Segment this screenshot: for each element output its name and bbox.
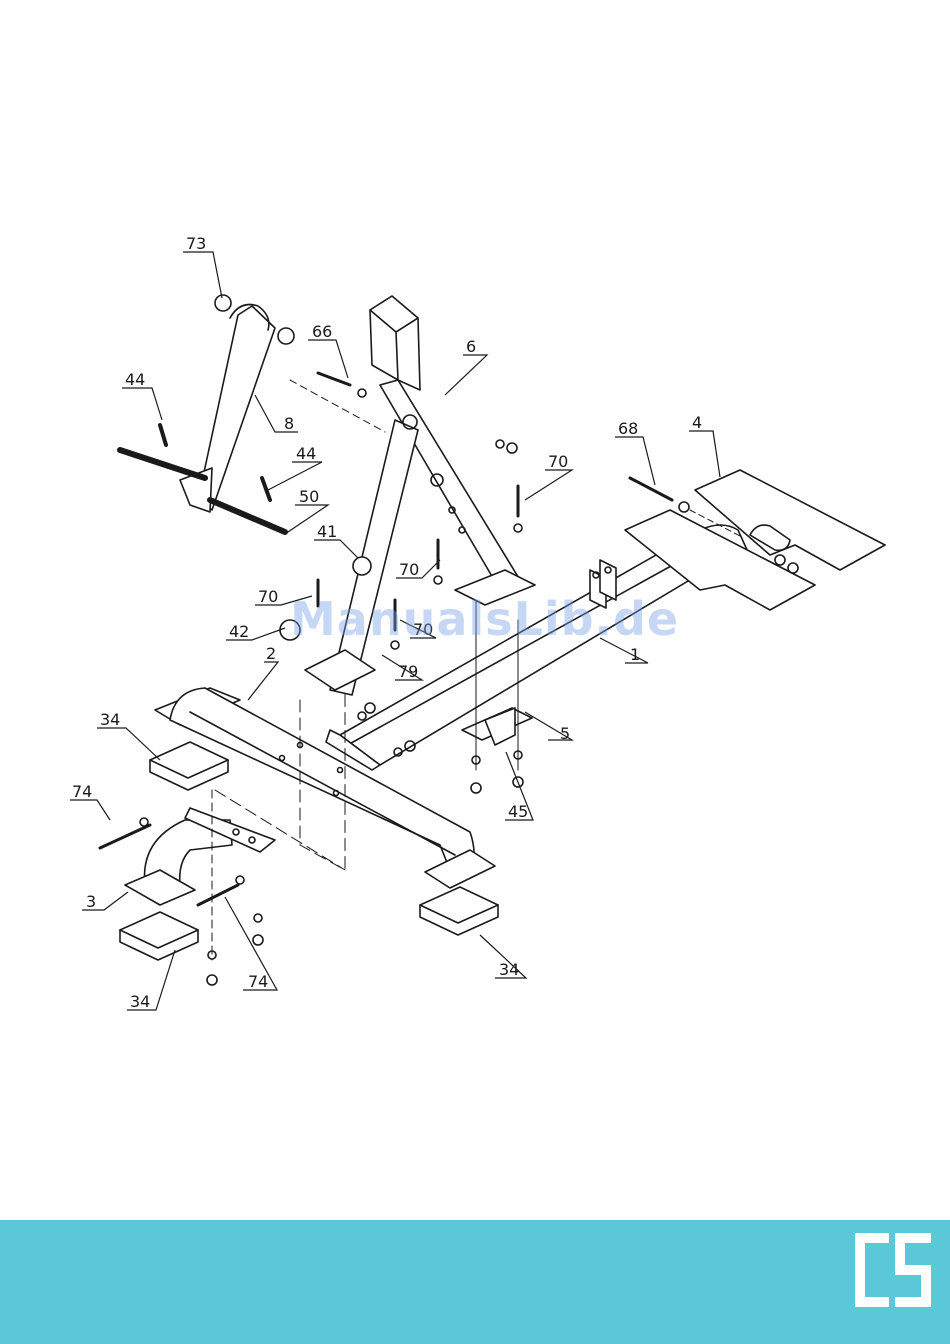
part-label-74: 74	[248, 972, 268, 991]
part-label-70: 70	[258, 587, 278, 606]
part-label-68: 68	[618, 419, 638, 438]
part-label-70: 70	[413, 620, 433, 639]
part-label-70: 70	[548, 452, 568, 471]
part-label-34: 34	[100, 710, 120, 729]
part-label-34: 34	[130, 992, 150, 1011]
part-label-6: 6	[466, 337, 476, 356]
part-label-34: 34	[499, 960, 519, 979]
part-label-74: 74	[72, 782, 92, 801]
arm-assembly	[120, 295, 294, 532]
part-label-66: 66	[312, 322, 332, 341]
part-label-50: 50	[299, 487, 319, 506]
part-label-45: 45	[508, 802, 528, 821]
part-label-2: 2	[266, 644, 276, 663]
part-label-79: 79	[398, 662, 418, 681]
part-label-1: 1	[630, 645, 640, 664]
brand-logo: CS	[855, 1233, 933, 1313]
part-label-73: 73	[186, 234, 206, 253]
part-label-8: 8	[284, 414, 294, 433]
part-label-42: 42	[229, 622, 249, 641]
footer-band	[0, 1220, 950, 1344]
part-label-44: 44	[296, 444, 316, 463]
part-label-5: 5	[560, 724, 570, 743]
part-label-41: 41	[317, 522, 337, 541]
part-label-44: 44	[125, 370, 145, 389]
part-label-3: 3	[86, 892, 96, 911]
part-label-70: 70	[399, 560, 419, 579]
bracket-5	[462, 708, 532, 793]
part-label-4: 4	[692, 413, 702, 432]
